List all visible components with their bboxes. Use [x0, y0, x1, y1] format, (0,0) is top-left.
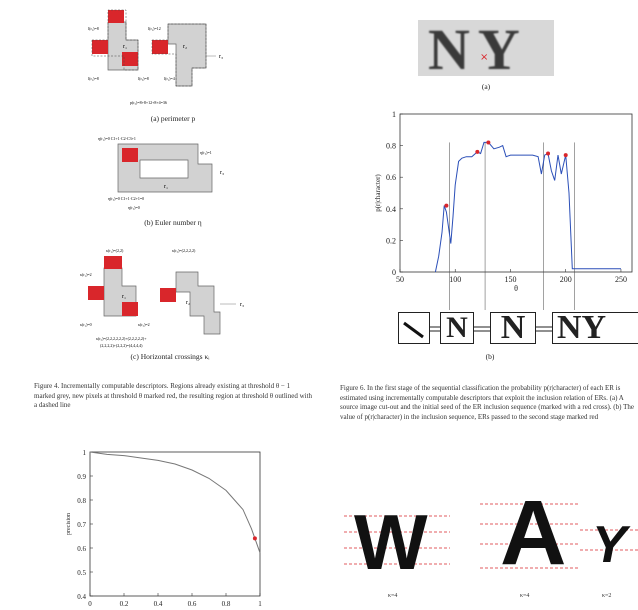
subfigure-caption: (b): [440, 352, 540, 362]
seed-cross-icon: ×: [480, 52, 488, 63]
x-tick-label: 1: [258, 600, 262, 608]
letter-a: A: [500, 494, 566, 586]
annotation: κ(r₂)=(2,2,2,2): [172, 248, 196, 254]
y-tick-label: 0.9: [77, 473, 86, 481]
source-image-cutout: NY ×: [418, 20, 554, 76]
crossings-diagram: r₁ r₂ r₃ κ(r₁)=2 κ(r₁)=(2,2) κ(r₂)=(2,2,…: [80, 246, 260, 350]
precision-chart: 0 0.2 0.4 0.6 0.8 1 0.4 0.5 0.6 0.7 0.8 0.9 1 precisi…: [48, 446, 280, 610]
region-label: r₂: [183, 44, 187, 50]
annotation: p(r₃)=8+8+12+8+4=36: [130, 100, 167, 105]
region-label: r₃: [240, 302, 244, 308]
x-tick-label: 200: [560, 275, 572, 284]
x-tick-label: 250: [615, 275, 627, 284]
crossing-label: κ=4: [388, 594, 397, 599]
crossing-label: κ=2: [602, 594, 611, 599]
annotation: κ(r₁)=(2,2): [106, 248, 124, 254]
annotation: η(r₁)=0 C1+1·C2-C3+1: [98, 136, 136, 141]
probability-chart: 50 100 150 200 250 0 0.2 0.4 0.6 0.8 1 θ p(r|charact…: [356, 100, 638, 312]
x-tick-label: 0: [88, 600, 92, 608]
marked-point: [486, 140, 490, 144]
region-label: r₁: [164, 184, 168, 190]
x-tick-label: 0.2: [120, 600, 129, 608]
subfigure-caption: (a): [418, 82, 554, 92]
region-label: r₁: [123, 44, 127, 50]
plot-frame: [400, 114, 632, 272]
annotation: κ(r₁)=2: [80, 272, 92, 277]
letter-y: Y: [592, 512, 627, 578]
figure-caption: Figure 4. Incrementally computable descr…: [34, 382, 312, 411]
x-axis-label: θ: [514, 284, 518, 293]
y-tick-label: 1: [83, 449, 87, 457]
annotation: η(r₃)=1: [200, 150, 212, 155]
plot-frame: [90, 452, 260, 596]
y-tick-label: 0.5: [77, 569, 86, 577]
y-tick-label: 0.8: [386, 142, 396, 151]
er-sequence-strip: N N NY: [398, 310, 638, 348]
annotation: l(r₁)=8: [88, 26, 99, 31]
perimeter-diagram: r₁ r₂ r₃ l(r₁)=8 l(r₁)=12 l(r₁)=8 l(r₂)=…: [88, 4, 258, 114]
marked-point: [253, 536, 257, 540]
annotation: κ(r₁)=0: [80, 322, 92, 327]
y-tick-label: 0.7: [77, 521, 86, 529]
x-tick-label: 150: [504, 275, 516, 284]
annotation: η(r₃)=0: [128, 205, 140, 210]
annotation: l(r₁)=8: [88, 76, 99, 81]
region-label: r₁: [122, 294, 126, 300]
cutout-letters: NY: [428, 20, 528, 76]
annotation: κ(r₂)=2: [138, 322, 150, 327]
y-axis-label: precision: [66, 513, 72, 535]
y-tick-label: 0.6: [386, 173, 396, 182]
y-axis-label: p(r|character): [374, 174, 382, 212]
x-tick-label: 50: [396, 275, 404, 284]
annotation: l(r₁)=12: [148, 26, 161, 31]
y-tick-label: 0.2: [386, 236, 396, 245]
region-label: r₃: [219, 54, 223, 60]
marked-point: [546, 152, 550, 156]
region-label: r₂: [186, 300, 190, 306]
y-tick-label: 0.4: [77, 593, 86, 601]
annotation: η(r₃)=0 C1+1·C2+1=0: [108, 196, 144, 201]
subfigure-caption: (a) perimeter p: [88, 114, 258, 124]
euler-diagram: r₁ r₃ η(r₁)=0 C1+1·C2-C3+1 η(r₃)=1 η(r₃)…: [88, 132, 258, 212]
y-tick-label: 0.4: [386, 205, 396, 214]
crossing-label: κ=4: [520, 594, 529, 599]
subfigure-caption: (b) Euler number η: [88, 218, 258, 228]
marked-point: [475, 150, 479, 154]
y-tick-label: 1: [392, 110, 396, 119]
x-tick-label: 0.6: [188, 600, 197, 608]
annotation: l(r₁)=4: [164, 76, 175, 81]
region-label: r₃: [220, 170, 224, 176]
y-tick-label: 0.8: [77, 497, 86, 505]
x-tick-label: 100: [449, 275, 461, 284]
letter-w: W: [354, 494, 428, 590]
annotation: (2,2,2,2)+(2,2,2)=(4,4,4,4): [100, 343, 143, 349]
subfigure-caption: (c) Horizontal crossings κᵢ: [80, 352, 260, 362]
marked-point: [564, 153, 568, 157]
x-tick-label: 0.4: [154, 600, 163, 608]
annotation: l(r₂)=8: [138, 76, 149, 81]
figure-caption: Figure 6. In the first stage of the sequ…: [340, 384, 638, 422]
y-tick-label: 0.6: [77, 545, 86, 553]
crossing-letters: W A Y κ=4 κ=4 κ=2: [340, 494, 638, 610]
marked-point: [444, 204, 448, 208]
annotation: κ(r₃)=(2,2,2,2,2,2)+(2,2,2,2,2)+: [96, 336, 147, 342]
y-tick-label: 0: [392, 268, 396, 277]
x-tick-label: 0.8: [222, 600, 231, 608]
